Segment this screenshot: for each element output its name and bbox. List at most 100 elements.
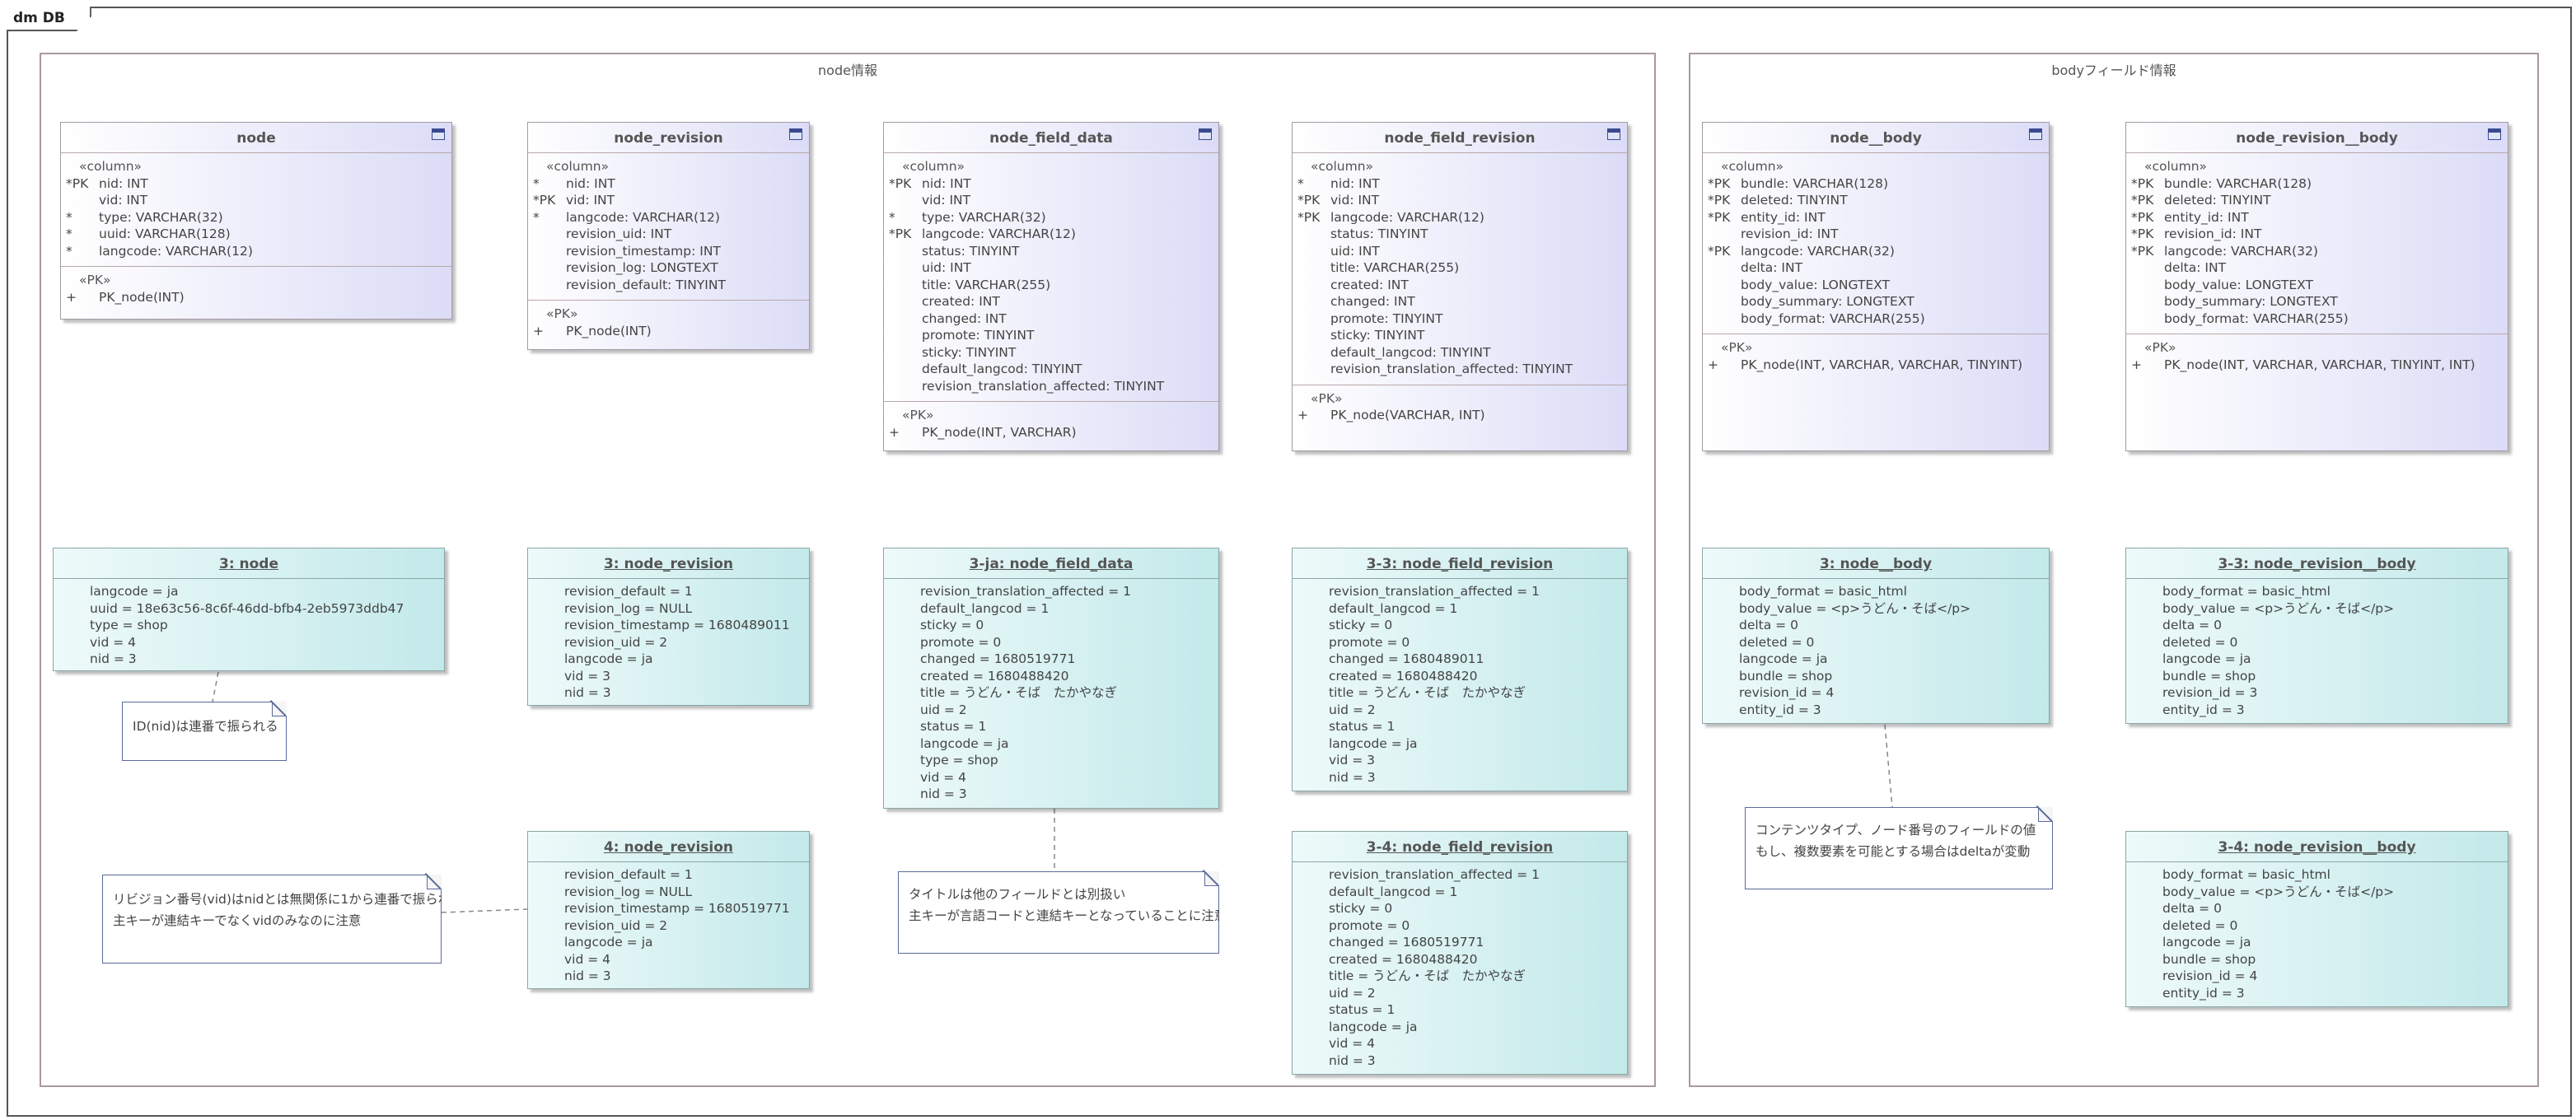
object-name: 3-3: node_revision__body (2126, 548, 2508, 579)
column-row: status: TINYINT (884, 243, 1218, 260)
column-key-marker: * (66, 226, 72, 241)
column-key-marker: *PK (2131, 243, 2154, 259)
column-key-marker: *PK (2131, 193, 2154, 208)
note-text: 主キーが言語コードと連結キーとなっていることに注意 (909, 908, 1227, 923)
column-row: delta: INT (1703, 259, 2049, 277)
column-definition: sticky: TINYINT (922, 344, 1017, 360)
note-nid[interactable]: ID(nid)は連番で振られる (122, 702, 287, 761)
column-definition: deleted: TINYINT (1741, 193, 1848, 208)
pk-stereotype: «PK» (1311, 390, 1343, 406)
column-row: changed: INT (884, 310, 1218, 328)
pk-operation: +PK_node(INT, VARCHAR) (884, 424, 1218, 441)
column-definition: nid: INT (566, 175, 615, 191)
attribute-value: revision_default = 1 (564, 584, 693, 599)
column-definition: revision_log: LONGTEXT (566, 260, 718, 275)
attribute-value: body_value = <p>うどん・そば</p> (1739, 600, 1971, 616)
column-definition: created: INT (1330, 277, 1409, 292)
column-key-marker: *PK (1708, 193, 1731, 208)
attribute-value: langcode = ja (1739, 651, 1828, 666)
column-definition: langcode: VARCHAR(12) (99, 243, 253, 259)
note-delta[interactable]: コンテンツタイプ、ノード番号のフィールドの値もし、複数要素を可能とする場合はde… (1745, 807, 2053, 889)
attribute-value: nid = 3 (1329, 769, 1376, 785)
column-definition: body_format: VARCHAR(255) (1741, 310, 1925, 326)
attribute-value: vid = 4 (920, 769, 967, 785)
connector-delta-note (1884, 724, 1893, 808)
object-name: 4: node_revision (528, 832, 809, 862)
column-row: *langcode: VARCHAR(12) (61, 243, 451, 260)
object-name: 3-4: node_revision__body (2126, 832, 2508, 862)
column-row: revision_default: TINYINT (528, 277, 809, 294)
column-definition: vid: INT (99, 193, 148, 208)
attribute-value: nid = 3 (564, 685, 611, 700)
column-row: revision_log: LONGTEXT (528, 259, 809, 277)
column-definition: body_format: VARCHAR(255) (2164, 310, 2349, 326)
column-definition: entity_id: INT (1741, 209, 1826, 225)
column-definition: revision_default: TINYINT (566, 277, 726, 292)
column-key-marker: *PK (2131, 209, 2154, 225)
column-key-marker: *PK (889, 226, 912, 241)
column-row: revision_id: INT (1703, 226, 2049, 243)
attribute-value: default_langcod = 1 (920, 600, 1050, 616)
pk-signature: PK_node(INT, VARCHAR, VARCHAR, TINYINT) (1741, 357, 2023, 372)
attribute-value: langcode = ja (564, 935, 653, 950)
attribute-value: changed = 1680519771 (1329, 935, 1484, 950)
table-icon (1199, 128, 1212, 140)
column-row: *PK nid: INT (884, 175, 1218, 193)
table-name: node_field_data (884, 123, 1218, 153)
column-definition: revision_uid: INT (566, 226, 672, 241)
column-definition: promote: TINYINT (922, 328, 1035, 343)
attribute-value: type = shop (920, 753, 998, 768)
column-definition: entity_id: INT (2164, 209, 2249, 225)
pk-stereotype: «PK» (79, 273, 111, 287)
column-definition: nid: INT (922, 175, 971, 191)
note-vid[interactable]: リビジョン番号(vid)はnidとは無関係に1から連番で振られる主キーが連結キー… (102, 875, 442, 964)
column-row: revision_translation_affected: TINYINT (1293, 361, 1627, 378)
column-definition: nid: INT (99, 175, 148, 191)
note-title[interactable]: タイトルは他のフィールドとは別扱い主キーが言語コードと連結キーとなっていることに… (898, 871, 1219, 954)
column-definition: langcode: VARCHAR(12) (566, 209, 720, 225)
column-row: changed: INT (1293, 293, 1627, 310)
attribute-value: uid = 2 (920, 702, 967, 717)
column-key-marker: *PK (889, 175, 912, 191)
column-row: default_langcod: TINYINT (1293, 344, 1627, 362)
table-icon (789, 128, 802, 140)
column-row: *nid: INT (1293, 175, 1627, 193)
attribute-value: vid = 4 (1329, 1036, 1376, 1051)
visibility-marker: + (2131, 357, 2142, 372)
column-key-marker: * (889, 209, 895, 225)
pk-stereotype: «PK» (2144, 340, 2176, 355)
object-name: 3: node_revision (528, 548, 809, 579)
attribute-value: revision_timestamp = 1680519771 (564, 901, 790, 916)
column-definition: bundle: VARCHAR(128) (1741, 175, 1889, 191)
pk-section: «PK»+PK_node(INT) (528, 301, 809, 346)
column-definition: delta: INT (2164, 260, 2227, 275)
attribute-value: sticky = 0 (920, 618, 984, 632)
